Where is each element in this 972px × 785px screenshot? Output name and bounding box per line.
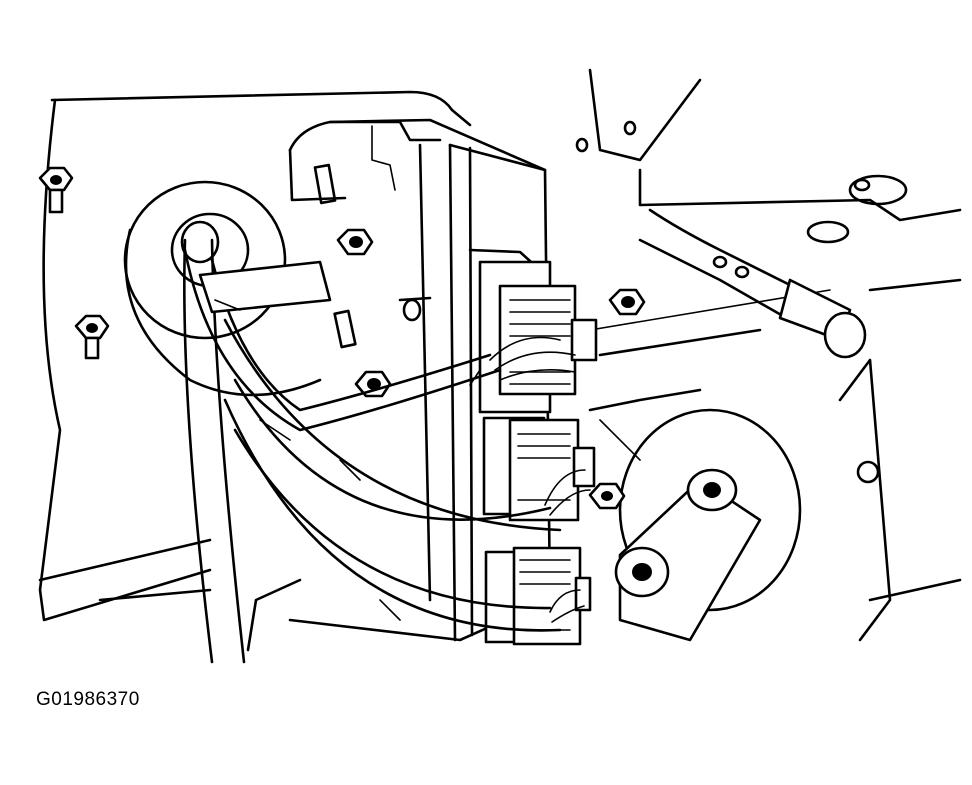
figure-code-label: G01986370 (36, 689, 140, 710)
mounting-nut-2 (74, 314, 110, 360)
mounting-nut-1 (38, 166, 74, 214)
linkage-rod (638, 208, 867, 359)
steering-bracket (588, 408, 802, 642)
panel-holes (575, 120, 908, 484)
mounting-nut-4 (333, 309, 392, 398)
body-panel (38, 68, 962, 652)
mounting-nut-5 (608, 288, 646, 316)
mounting-nut-3 (313, 163, 374, 256)
connector-middle (482, 416, 596, 522)
wire-harness (183, 238, 591, 664)
